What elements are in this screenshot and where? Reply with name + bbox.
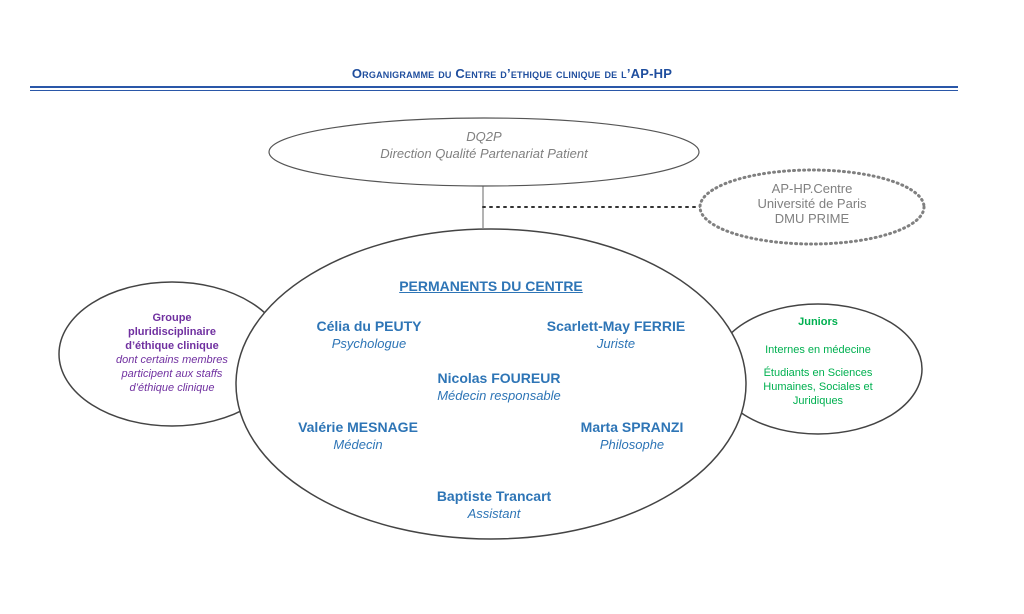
member-card: Nicolas FOUREUR Médecin responsable [399, 369, 599, 405]
juniors-item-2c: Juridiques [792, 395, 844, 407]
member-card: Baptiste Trancart Assistant [394, 487, 594, 523]
center-ellipse [235, 228, 747, 540]
partner-label: AP-HP.Centre Université de Paris DMU PRI… [712, 181, 912, 226]
group-line-1: Groupe [152, 312, 192, 324]
member-role: Psychologue [331, 336, 407, 351]
juniors-label: Juniors Internes en médecine Étudiants e… [733, 315, 903, 408]
member-card: Célia du PEUTY Psychologue [269, 317, 469, 353]
group-note-2: participent aux staffs [121, 368, 223, 380]
juniors-item-2b: Humaines, Sociales et [763, 381, 873, 393]
member-role: Philosophe [599, 437, 665, 452]
juniors-heading: Juniors [798, 316, 838, 328]
member-role: Juriste [596, 336, 636, 351]
member-role: Médecin [333, 437, 383, 452]
partner-line-1: AP-HP.Centre [771, 181, 853, 196]
member-role: Médecin responsable [437, 388, 561, 403]
center-heading: PERMANENTS DU CENTRE [399, 278, 583, 294]
member-name: Valérie MESNAGE [298, 419, 418, 435]
juniors-item-2a: Étudiants en Sciences [763, 367, 873, 379]
group-note-1: dont certains membres [116, 354, 228, 366]
dq2p-acronym: DQ2P [466, 129, 502, 144]
member-name: Baptiste Trancart [436, 488, 552, 504]
dq2p-label: DQ2P Direction Qualité Partenariat Patie… [284, 128, 684, 162]
member-role: Assistant [467, 506, 521, 521]
member-name: Marta SPRANZI [580, 419, 684, 435]
member-card: Marta SPRANZI Philosophe [532, 418, 732, 454]
partner-line-3: DMU PRIME [774, 211, 850, 226]
member-name: Nicolas FOUREUR [437, 370, 561, 386]
group-label: Groupe pluridisciplinaire d’éthique clin… [82, 311, 262, 395]
page-title: Organigramme du Centre d’ethique cliniqu… [351, 66, 673, 81]
title-rule-thick [30, 86, 958, 88]
dq2p-ellipse [268, 117, 700, 187]
group-note-3: d’éthique clinique [129, 382, 215, 394]
member-name: Célia du PEUTY [316, 318, 422, 334]
member-card: Scarlett-May FERRIE Juriste [516, 317, 716, 353]
group-line-2: pluridisciplinaire [127, 326, 217, 338]
member-name: Scarlett-May FERRIE [546, 318, 686, 334]
group-line-3: d’éthique clinique [125, 340, 219, 352]
partner-line-2: Université de Paris [757, 196, 867, 211]
juniors-item-1: Internes en médecine [765, 344, 871, 356]
member-card: Valérie MESNAGE Médecin [258, 418, 458, 454]
dq2p-full: Direction Qualité Partenariat Patient [380, 146, 588, 161]
partner-ellipse [698, 168, 926, 246]
title-rule-thin [30, 90, 958, 91]
